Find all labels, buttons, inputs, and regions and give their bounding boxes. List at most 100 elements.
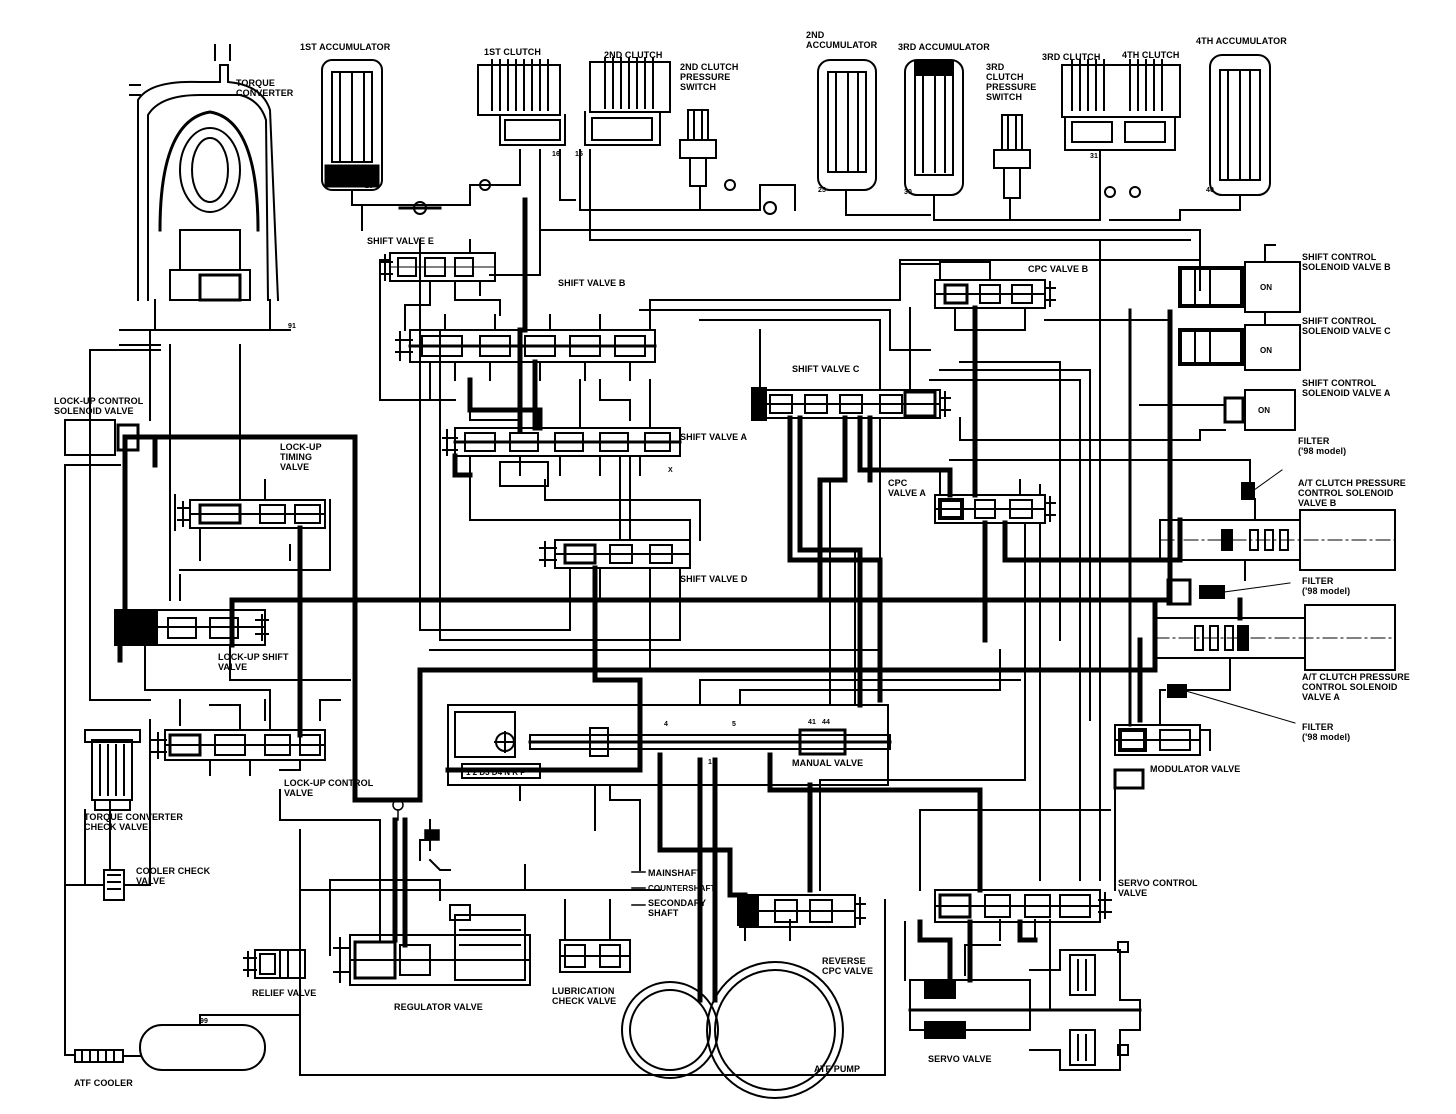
label-clutch-4th: 4TH CLUTCH: [1122, 50, 1180, 60]
reverse-cpc-valve: [737, 894, 866, 928]
port-20: 20: [365, 183, 373, 190]
label-filter-2: FILTER ('98 model): [1302, 576, 1351, 596]
lockup-timing-valve: [174, 494, 326, 531]
label-cooler-check-valve: COOLER CHECK VALVE: [136, 866, 211, 886]
cpc-valve-b: [899, 261, 1056, 309]
pressure-switch-2nd: [679, 109, 717, 187]
gauge-symbols: [392, 799, 646, 906]
label-lockup-shift: LOCK-UP SHIFT VALVE: [218, 652, 289, 672]
label-clutch-3rd: 3RD CLUTCH: [1042, 52, 1101, 62]
label-torque-converter: TORQUE CONVERTER: [236, 78, 294, 98]
label-modulator-valve: MODULATOR VALVE: [1150, 764, 1241, 774]
label-lockup-timing: LOCK-UP TIMING VALVE: [280, 442, 322, 472]
label-reverse-cpc-valve: REVERSE CPC VALVE: [822, 956, 874, 976]
accumulator-1st: [321, 59, 383, 191]
solenoid-a: [1223, 389, 1296, 431]
port-91: 91: [288, 323, 296, 330]
label-relief-valve: RELIEF VALVE: [252, 988, 317, 998]
port-x: X: [668, 467, 673, 474]
port-41: 41: [808, 719, 816, 726]
label-cpc-valve-a: CPC VALVE A: [888, 478, 927, 498]
label-shift-valve-d: SHIFT VALVE D: [680, 574, 748, 584]
label-servo-control-valve: SERVO CONTROL VALVE: [1118, 878, 1198, 898]
regulator-valve: [333, 904, 531, 986]
clutch-2nd: [584, 57, 671, 146]
label-mainshaft: MAINSHAFT: [648, 868, 702, 878]
manual-valve: [447, 704, 892, 786]
label-cpc-valve-b: CPC VALVE B: [1028, 264, 1089, 274]
label-cpc-solenoid-a: A/T CLUTCH PRESSURE CONTROL SOLENOID VAL…: [1302, 672, 1410, 702]
label-tc-check-valve: TORQUE CONVERTER CHECK VALVE: [84, 812, 183, 832]
port-25: 25: [818, 187, 826, 194]
label-shift-valve-c: SHIFT VALVE C: [792, 364, 860, 374]
port-44: 44: [822, 719, 830, 726]
manual-positions: 1 2 D3 D4 N R P: [466, 768, 526, 777]
label-pressure-switch-2nd: 2ND CLUTCH PRESSURE SWITCH: [680, 62, 739, 92]
label-filter-1: FILTER ('98 model): [1298, 436, 1347, 456]
label-solenoid-c: SHIFT CONTROL SOLENOID VALVE C: [1302, 316, 1391, 336]
label-solenoid-a: SHIFT CONTROL SOLENOID VALVE A: [1302, 378, 1391, 398]
port-30: 30: [904, 189, 912, 196]
label-shift-valve-a: SHIFT VALVE A: [680, 432, 748, 442]
label-shift-valve-e: SHIFT VALVE E: [367, 236, 434, 246]
cpc-valve-a: [934, 494, 1056, 524]
label-atf-cooler: ATF COOLER: [74, 1078, 133, 1088]
accumulator-3rd: [904, 59, 964, 196]
label-pressure-switch-3rd: 3RD CLUTCH PRESSURE SWITCH: [986, 62, 1037, 102]
clutch-1st: [477, 59, 566, 146]
sol-c-state: ON: [1260, 346, 1272, 355]
thick-circuit-lines: [117, 305, 1243, 1003]
shift-valve-c: [751, 387, 951, 421]
servo-valve: [908, 941, 1142, 1071]
shift-valve-a: [442, 427, 682, 487]
atf-cooler: [74, 1014, 266, 1071]
pressure-switch-3rd: [993, 114, 1031, 199]
label-lubrication-check-valve: LUBRICATION CHECK VALVE: [552, 986, 617, 1006]
sol-a-state: ON: [1258, 406, 1270, 415]
label-countershaft: COUNTERSHAFT: [648, 884, 716, 893]
servo-control-valve: [934, 889, 1112, 923]
thin-circuit-lines: [64, 229, 1256, 1076]
torque-converter-check-valve: [84, 729, 141, 811]
port-31: 31: [1090, 153, 1098, 160]
label-lockup-solenoid: LOCK-UP CONTROL SOLENOID VALVE: [54, 396, 144, 416]
shift-valve-e: [379, 239, 496, 301]
label-atf-pump: ATF PUMP: [814, 1064, 861, 1074]
label-accumulator-2nd: 2ND ACCUMULATOR: [806, 30, 878, 50]
lockup-control-valve: [151, 729, 326, 761]
modulator-valve: [1113, 724, 1211, 790]
relief-valve: [243, 949, 306, 979]
atf-pump: [621, 961, 844, 1099]
label-regulator-valve: REGULATOR VALVE: [394, 1002, 483, 1012]
label-clutch-1st: 1ST CLUTCH: [484, 47, 541, 57]
label-shift-valve-b: SHIFT VALVE B: [558, 278, 626, 288]
label-accumulator-4th: 4TH ACCUMULATOR: [1196, 36, 1287, 46]
label-secondary-shaft: SECONDARY SHAFT: [648, 898, 707, 918]
cpc-solenoid-b: [1159, 509, 1396, 571]
label-manual-valve: MANUAL VALVE: [792, 758, 864, 768]
label-accumulator-1st: 1ST ACCUMULATOR: [300, 42, 391, 52]
port-1: 1: [708, 759, 712, 766]
port-3: 3: [768, 759, 772, 766]
label-solenoid-b: SHIFT CONTROL SOLENOID VALVE B: [1302, 252, 1391, 272]
solenoid-c: [1178, 311, 1301, 371]
accumulator-4th: [1209, 54, 1271, 196]
cpc-solenoid-a: [1154, 604, 1396, 671]
port-16: 16: [552, 151, 560, 158]
port-15: 15: [575, 151, 583, 158]
port-4: 4: [664, 721, 668, 728]
port-40: 40: [1206, 187, 1214, 194]
clutch-3rd-4th: [1061, 59, 1181, 151]
label-lockup-control: LOCK-UP CONTROL VALVE: [284, 778, 374, 798]
shift-valve-d: [539, 539, 691, 569]
lockup-shift-valve: [114, 609, 269, 646]
sol-b-state: ON: [1260, 283, 1272, 292]
lubrication-check-valve: [559, 939, 631, 973]
label-filter-3: FILTER ('98 model): [1302, 722, 1351, 742]
filters: [1166, 469, 1296, 724]
solenoid-b: [1178, 244, 1301, 313]
label-cpc-solenoid-b: A/T CLUTCH PRESSURE CONTROL SOLENOID VAL…: [1298, 478, 1406, 508]
torque-converter: [119, 44, 291, 346]
port-5: 5: [732, 721, 736, 728]
